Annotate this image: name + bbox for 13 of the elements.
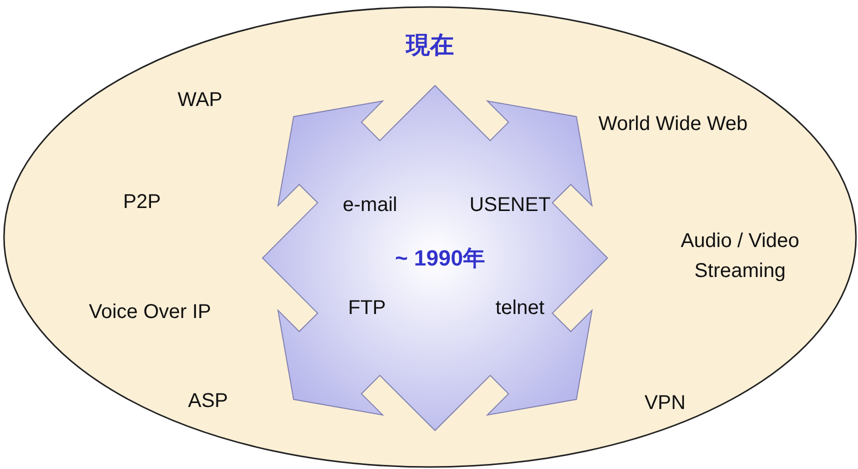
- item-label: FTP: [348, 296, 386, 321]
- item-label: e-mail: [342, 193, 398, 218]
- text-label: Audio / Video Streaming: [680, 229, 800, 284]
- text-label: Voice Over IP: [88, 300, 212, 325]
- text-label: ASP: [186, 389, 230, 414]
- text-label: P2P: [122, 190, 162, 215]
- item-label: telnet: [496, 296, 544, 321]
- center-label: ~ 1990年: [395, 244, 485, 272]
- heading-text: 現在: [406, 31, 454, 61]
- text-label: VPN: [643, 391, 687, 416]
- text-label: World Wide Web: [597, 112, 749, 137]
- item-label: USENET: [469, 193, 551, 218]
- text-label: WAP: [176, 88, 224, 113]
